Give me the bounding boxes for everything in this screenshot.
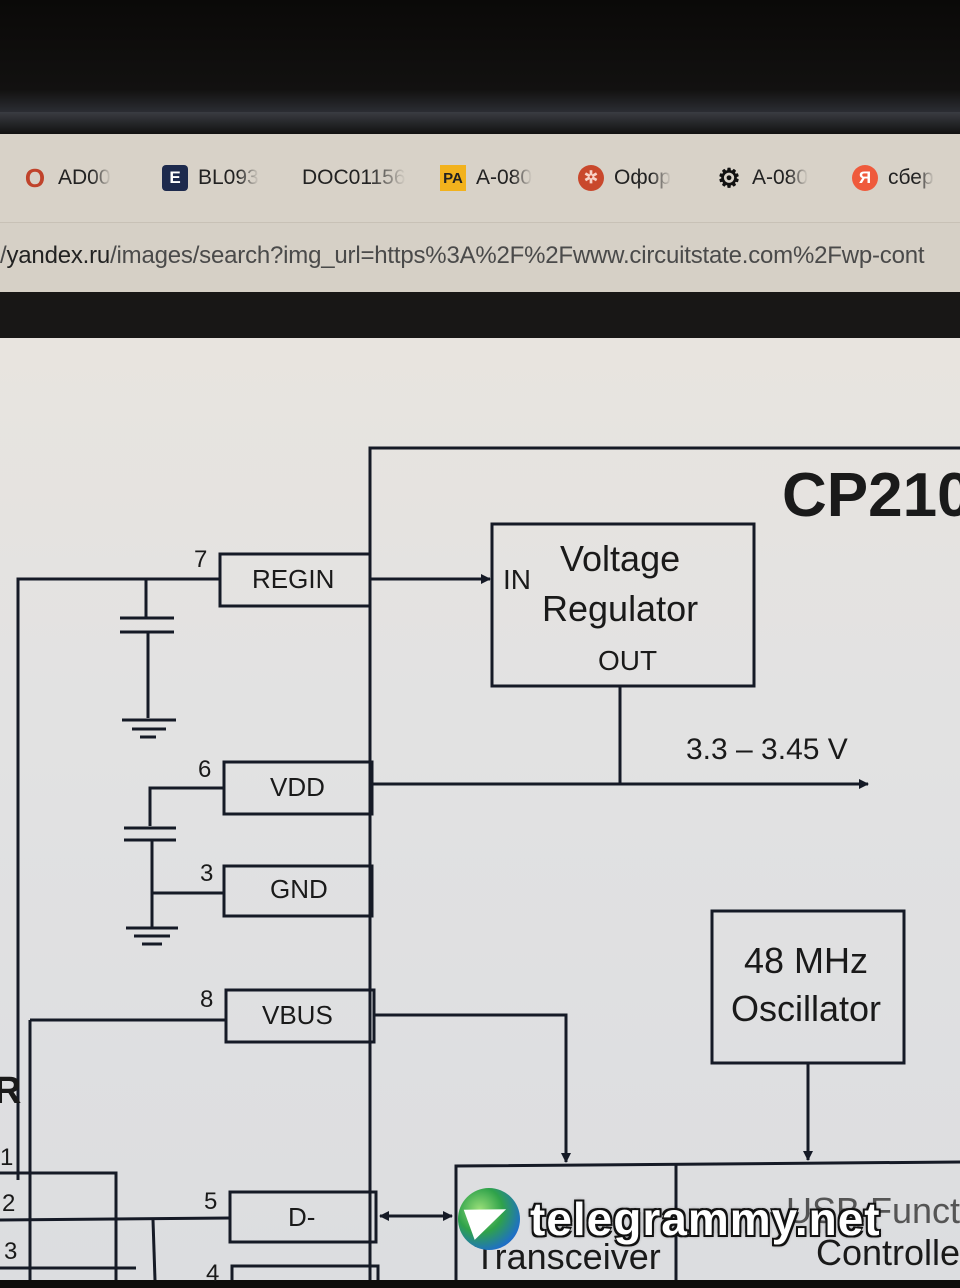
bookmark-label: DOC01156: [302, 166, 406, 189]
pin-label-d-minus: D-: [288, 1202, 316, 1232]
watermark: telegrammy.net: [458, 1188, 881, 1250]
pin-label-gnd: GND: [270, 874, 328, 904]
pin-number-3: 3: [200, 860, 214, 887]
pin-label-vbus: VBUS: [262, 1000, 333, 1030]
pin-box-gnd: [222, 864, 374, 918]
chip-title: CP210: [782, 461, 960, 530]
connector-pin-1: 1: [0, 1144, 14, 1171]
monitor-bezel: [0, 0, 960, 112]
bookmark-label: BL093: [198, 166, 259, 189]
bookmark-2[interactable]: E BL093: [162, 162, 259, 194]
bookmark-5[interactable]: ✲ Офор: [578, 162, 671, 194]
regulator-out-label: OUT: [598, 645, 658, 676]
regulator-title-line1: Voltage: [560, 538, 681, 579]
bookmark-1[interactable]: O AD00: [22, 162, 111, 194]
vbus-to-transceiver-arrow: [374, 1013, 571, 1163]
bookmark-label: AD00: [58, 166, 111, 189]
bookmark-6[interactable]: ⚙ A-080: [716, 162, 808, 194]
pin-number-7: 7: [194, 546, 208, 573]
star-badge-icon: ✲: [578, 165, 604, 191]
oscillator-line1: 48 MHz: [744, 940, 869, 981]
pin-number-6: 6: [198, 756, 212, 783]
bookmark-7[interactable]: Я сбер: [852, 162, 934, 194]
pin-number-5: 5: [204, 1188, 218, 1215]
book-icon: E: [162, 165, 188, 191]
regulator-box: [490, 522, 756, 688]
regin-wire: [16, 577, 220, 1180]
pin-box-4: [230, 1264, 380, 1280]
pin-number-8: 8: [200, 986, 214, 1013]
url-prefix: /: [0, 242, 7, 269]
transceiver-box: [454, 1160, 960, 1280]
url-host: yandex.ru: [6, 242, 111, 269]
bookmark-4[interactable]: PA A-080: [440, 162, 532, 194]
bookmark-label: A-080: [476, 166, 533, 189]
toolbar-divider: [0, 292, 960, 338]
page-content: [0, 338, 960, 1280]
oscillator-box: [710, 909, 906, 1065]
regulator-in-label: IN: [503, 564, 531, 595]
output-voltage-label: 3.3 – 3.45 V: [686, 733, 848, 766]
url-path: /images/search?img_url=https%3A%2F%2Fwww…: [110, 242, 925, 269]
telegram-globe-icon: [458, 1188, 520, 1250]
pin-label-vdd: VDD: [270, 772, 325, 802]
connector-title-fragment: R: [0, 1070, 22, 1112]
pin-box-d-minus: [228, 1190, 378, 1244]
regulator-title-line2: Regulator: [542, 588, 699, 629]
bezel-edge: [0, 112, 960, 134]
connector-pin-2: 2: [2, 1190, 16, 1217]
bookmark-label: Офор: [614, 166, 671, 189]
address-bar[interactable]: [0, 222, 960, 293]
url-text[interactable]: /yandex.ru/images/search?img_url=https%3…: [0, 242, 925, 270]
usb-controller-line1: USB Functi: [786, 1190, 960, 1231]
bookmarks-bar: [0, 134, 960, 222]
bookmark-label: A-080: [752, 166, 809, 189]
connector-line-2: [0, 1216, 231, 1222]
opera-icon: O: [24, 162, 46, 193]
pa-logo-icon: PA: [440, 165, 466, 191]
oscillator-line2: Oscillator: [731, 988, 882, 1029]
yandex-icon: Я: [852, 165, 878, 191]
bookmark-label: сбер: [888, 166, 934, 189]
connector-box-1: [0, 1171, 118, 1280]
chip-icon: ⚙: [717, 162, 741, 193]
pin-number-4: 4: [206, 1260, 220, 1287]
chip-outline: [368, 446, 960, 1280]
vdd-wire: [148, 786, 224, 826]
watermark-text: telegrammy.net: [530, 1193, 881, 1245]
connector-pin-3: 3: [4, 1238, 18, 1265]
pin-label-regin: REGIN: [252, 564, 335, 594]
d-minus-branch: [151, 1219, 157, 1280]
bookmark-3[interactable]: DOC01156: [302, 162, 406, 194]
usb-controller-line2: Controlle: [816, 1232, 960, 1273]
